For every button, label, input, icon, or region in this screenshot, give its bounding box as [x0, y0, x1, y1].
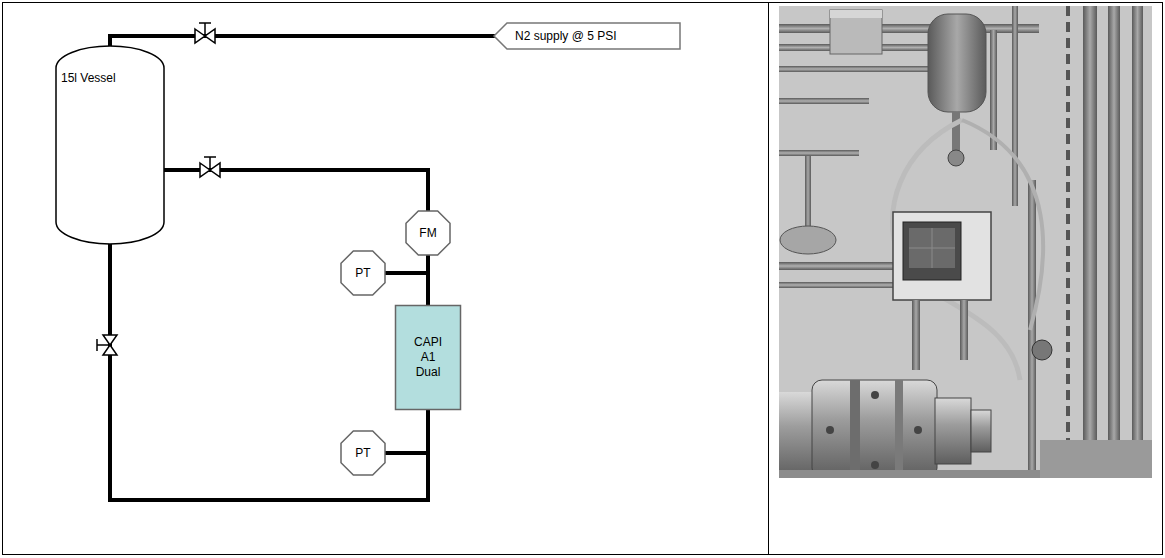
pressure-transmitter-label: PT: [355, 446, 370, 461]
valve-symbol: [97, 335, 117, 355]
supply-tag-label: N2 supply @ 5 PSI: [515, 29, 617, 44]
seal-cartridge-box-label: CAPI A1 Dual: [409, 335, 447, 380]
seal-cartridge-box-shape: [396, 306, 461, 410]
pressure-transmitter: PT: [340, 250, 386, 296]
flow-meter-label: FM: [419, 226, 436, 241]
pipe-line: [165, 170, 428, 210]
pipe-line: [386, 410, 428, 453]
valve-symbol: [195, 23, 215, 43]
pipe-line: [110, 36, 493, 45]
pressure-transmitter: PT: [340, 430, 386, 476]
pressure-transmitter-shape: [341, 251, 385, 295]
flow-meter: FM: [405, 210, 451, 256]
test-rig-photo: [779, 6, 1152, 478]
supply-tag: N2 supply @ 5 PSI: [493, 22, 681, 50]
pipe-line: [110, 245, 428, 500]
pressure-transmitter-label: PT: [355, 266, 370, 281]
seal-cartridge-box: CAPI A1 Dual: [395, 305, 461, 410]
cell-divider: [768, 3, 769, 555]
pressure-vessel: 15l Vessel: [55, 45, 165, 245]
pressure-transmitter-shape: [341, 431, 385, 475]
supply-tag-shape: [494, 23, 680, 49]
pipe-line: [386, 273, 428, 305]
table-border: [3, 3, 1163, 555]
pressure-vessel-shape: [56, 46, 164, 244]
valve-symbol: [200, 157, 220, 177]
pressure-vessel-label: 15l Vessel: [61, 71, 116, 86]
flow-meter-shape: [406, 211, 450, 255]
